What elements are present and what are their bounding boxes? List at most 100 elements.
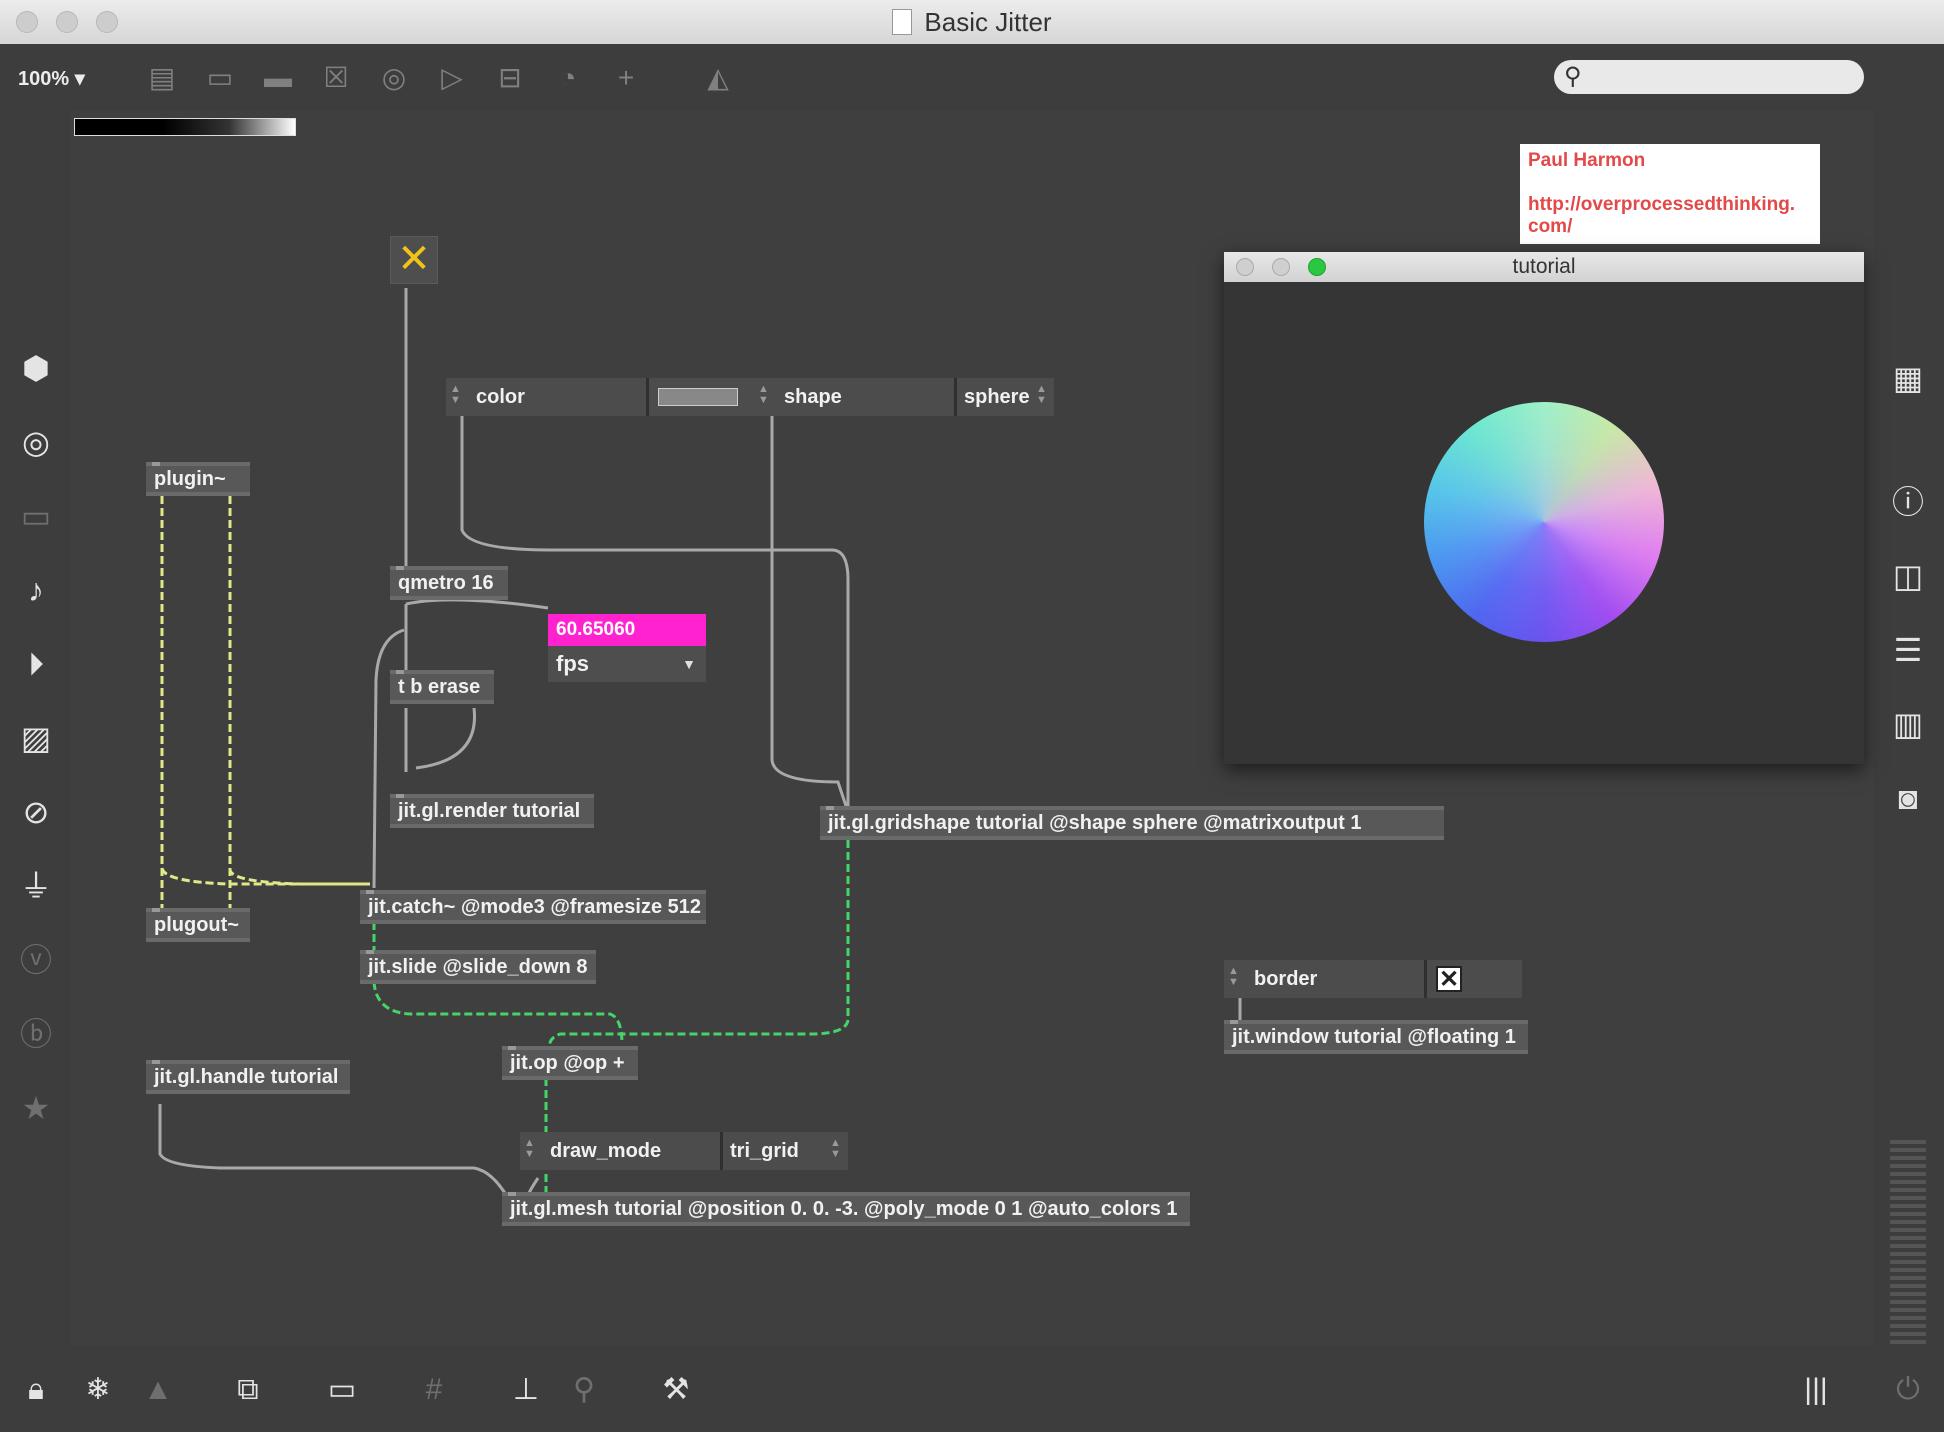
- bottom-toolbar: 🔒︎ ❄ ▲ ⧉ ▭ # ⊥ ⚲ ⚒ ||| ⏻: [0, 1346, 1944, 1432]
- mesh-object[interactable]: jit.gl.mesh tutorial @position 0. 0. -3.…: [502, 1192, 1190, 1226]
- sphere-shading: [1424, 402, 1664, 642]
- gridshape-object[interactable]: jit.gl.gridshape tutorial @shape sphere …: [820, 806, 1444, 840]
- shape-attr-value[interactable]: sphere: [964, 386, 1030, 408]
- beap-icon[interactable]: ⓑ: [19, 1016, 52, 1052]
- patcher-toolbar: 100% ▾ ▤ ▭ ▬ ☒ ◎ ▷ ⊟ ◔ + ◭ ⚲: [0, 44, 1944, 110]
- comment-author: Paul Harmon: [1528, 150, 1646, 171]
- cable-handle-mesh: [158, 1104, 520, 1219]
- button-object-icon[interactable]: ◎: [381, 62, 407, 93]
- right-sidebar: ▦ ⓘ ◫ ☰ ▥ ◙: [1874, 110, 1944, 1346]
- new-comment-icon[interactable]: ▬: [264, 62, 292, 93]
- plugout-object[interactable]: plugout~: [146, 908, 250, 942]
- minimize-window-button[interactable]: [56, 11, 78, 33]
- document-icon: [892, 9, 913, 35]
- render-toggle[interactable]: ✕: [390, 236, 438, 284]
- render-window-zoom-button[interactable]: [1308, 258, 1326, 276]
- comment-url[interactable]: http://overprocessedthinking.: [1528, 194, 1796, 215]
- window-title: Basic Jitter: [924, 7, 1052, 37]
- search-icon: ⚲: [1564, 63, 1582, 90]
- debug-icon[interactable]: ⚲: [573, 1373, 595, 1406]
- fps-menu-label: fps: [556, 651, 589, 676]
- render-window-title: tutorial: [1512, 255, 1576, 278]
- package-cube-icon[interactable]: ⬢: [22, 350, 50, 386]
- info-icon[interactable]: ⓘ: [1891, 484, 1924, 520]
- lock-icon[interactable]: 🔒︎: [28, 1373, 44, 1406]
- vizzie-icon[interactable]: ⓥ: [19, 942, 52, 978]
- slide-object[interactable]: jit.slide @slide_down 8: [360, 950, 596, 984]
- plug-icon[interactable]: ⏚: [19, 868, 52, 904]
- border-attrui[interactable]: ▲▼ border ✕: [1224, 960, 1522, 998]
- paint-bucket-icon[interactable]: ◭: [707, 62, 729, 93]
- draw-mode-attr-value[interactable]: tri_grid: [730, 1140, 799, 1162]
- dial-object-icon[interactable]: ◔: [559, 62, 577, 93]
- fps-menu[interactable]: fps ▼: [548, 646, 706, 682]
- power-icon[interactable]: ⏻: [1896, 1373, 1920, 1406]
- grid-snap-icon[interactable]: #: [425, 1373, 443, 1406]
- cable-shape-gridshape: [770, 416, 848, 807]
- color-attr-label: color: [476, 386, 525, 408]
- attr-stepper-icon: ▲▼: [524, 1137, 535, 1160]
- video-strip-icon[interactable]: ▭: [20, 498, 52, 534]
- plugin-object[interactable]: plugin~: [146, 462, 250, 496]
- matrix-cable-slide-op: [372, 981, 624, 1045]
- windows-icon[interactable]: ⧉: [237, 1373, 259, 1406]
- music-note-icon[interactable]: ♪: [28, 572, 44, 608]
- render-window-minimize-button[interactable]: [1272, 258, 1290, 276]
- color-swatch[interactable]: [658, 388, 738, 406]
- close-window-button[interactable]: [16, 11, 38, 33]
- zoom-window-button[interactable]: [96, 11, 118, 33]
- attr-separator: [954, 378, 957, 416]
- list-icon[interactable]: ☰: [1893, 632, 1923, 668]
- attr-separator: [646, 378, 649, 416]
- toggle-object-icon[interactable]: ☒: [323, 62, 349, 93]
- fps-number-display: 60.65060: [548, 614, 706, 646]
- attr-stepper-icon: ▲▼: [758, 383, 769, 406]
- attr-separator: [1424, 960, 1427, 998]
- comment-url-cont[interactable]: com/: [1528, 216, 1573, 237]
- qmetro-object[interactable]: qmetro 16: [390, 566, 508, 600]
- shape-attrui[interactable]: ▲▼ shape sphere ▲▼: [754, 378, 1054, 416]
- grid-icon[interactable]: ▦: [1892, 360, 1924, 396]
- paperclip-icon[interactable]: ⊘: [22, 794, 50, 830]
- play-object-icon[interactable]: ▷: [441, 62, 463, 93]
- patcher-canvas[interactable]: ✕ ▲▼ color ▲▼ shape sphere ▲▼ plugin~ pl…: [70, 110, 1874, 1346]
- level-meter: [1890, 1136, 1926, 1346]
- book-icon[interactable]: ▥: [1892, 706, 1924, 742]
- audio-cable-right: [228, 496, 370, 886]
- zoom-menu[interactable]: 100% ▾: [18, 68, 85, 90]
- image-icon[interactable]: ▨: [20, 720, 52, 756]
- handle-object[interactable]: jit.gl.handle tutorial: [146, 1060, 350, 1094]
- catch-object[interactable]: jit.catch~ @mode3 @framesize 512: [360, 890, 706, 924]
- play-media-icon[interactable]: ⏵: [27, 646, 44, 682]
- warning-icon[interactable]: ▲: [143, 1373, 173, 1406]
- hierarchy-icon[interactable]: ⊥: [512, 1373, 540, 1406]
- op-object[interactable]: jit.op @op +: [502, 1046, 638, 1080]
- border-toggle-icon[interactable]: ✕: [1436, 966, 1462, 992]
- window-object[interactable]: jit.window tutorial @floating 1: [1224, 1020, 1528, 1054]
- cable-color-gridshape: [460, 416, 850, 806]
- favorites-star-icon[interactable]: ★: [21, 1090, 51, 1126]
- cable-qmetro-fps: [405, 598, 549, 610]
- add-object-icon[interactable]: +: [617, 62, 635, 93]
- new-message-icon[interactable]: ▭: [206, 62, 234, 93]
- draw-mode-attr-label: draw_mode: [550, 1140, 662, 1162]
- wrench-icon[interactable]: ⚒: [662, 1373, 690, 1406]
- mixer-icon[interactable]: |||: [1804, 1373, 1828, 1406]
- dropdown-arrow-icon: ▼: [682, 656, 696, 672]
- draw-mode-attrui[interactable]: ▲▼ draw_mode tri_grid ▲▼: [520, 1132, 848, 1170]
- render-object[interactable]: jit.gl.render tutorial: [390, 794, 594, 828]
- columns-icon[interactable]: ◫: [1892, 558, 1924, 594]
- search-field[interactable]: ⚲: [1554, 60, 1864, 94]
- render-window-close-button[interactable]: [1236, 258, 1254, 276]
- slider-object-icon[interactable]: ⊟: [498, 62, 522, 93]
- audio-cable-left: [160, 496, 370, 886]
- rendered-sphere: [1424, 402, 1664, 642]
- target-icon[interactable]: ◎: [22, 424, 50, 460]
- trigger-object[interactable]: t b erase: [390, 670, 494, 704]
- new-object-icon[interactable]: ▤: [148, 62, 176, 93]
- presentation-icon[interactable]: ▭: [327, 1373, 357, 1406]
- camera-icon[interactable]: ◙: [1898, 780, 1918, 816]
- left-sidebar: ⬢ ◎ ▭ ♪ ⏵ ▨ ⊘ ⏚ ⓥ ⓑ ★: [0, 110, 70, 1346]
- freeze-snowflake-icon[interactable]: ❄: [85, 1373, 111, 1406]
